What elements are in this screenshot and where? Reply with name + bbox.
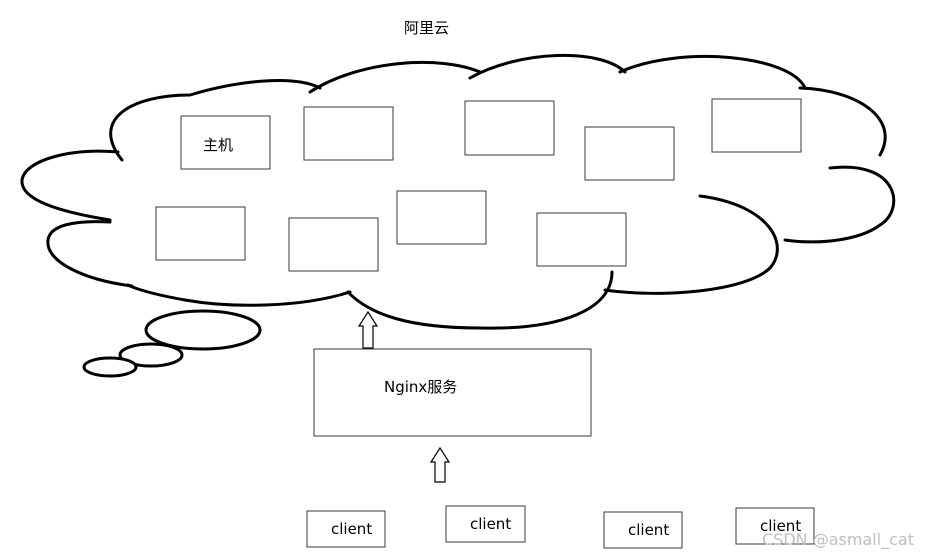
host-label: 主机 (203, 136, 233, 154)
nginx-label: Nginx服务 (384, 378, 457, 396)
host-box: 主机 (180, 115, 271, 170)
host-box (711, 98, 802, 153)
host-box (303, 106, 394, 161)
thought-bubble-large (144, 309, 262, 351)
watermark: CSDN @asmall_cat (762, 530, 914, 550)
cloud-shape (20, 53, 896, 330)
host-box (584, 126, 675, 181)
host-box (464, 100, 555, 156)
client-box: client (445, 505, 526, 543)
up-arrow-icon (357, 310, 379, 349)
client-box: client (603, 511, 683, 549)
client-box: client (306, 510, 386, 548)
client-label: client (331, 520, 372, 538)
cloud-title: 阿里云 (404, 19, 449, 37)
client-label: client (760, 517, 801, 535)
client-box: client (735, 507, 815, 545)
host-box (288, 217, 379, 272)
client-label: client (470, 515, 511, 533)
client-label: client (628, 521, 669, 539)
host-box (396, 190, 487, 245)
thought-bubble-medium (118, 342, 184, 368)
thought-bubble-small (82, 356, 138, 378)
up-arrow-icon (429, 446, 451, 483)
nginx-box: Nginx服务 (313, 348, 592, 437)
host-box (536, 212, 627, 267)
host-box (155, 206, 246, 261)
